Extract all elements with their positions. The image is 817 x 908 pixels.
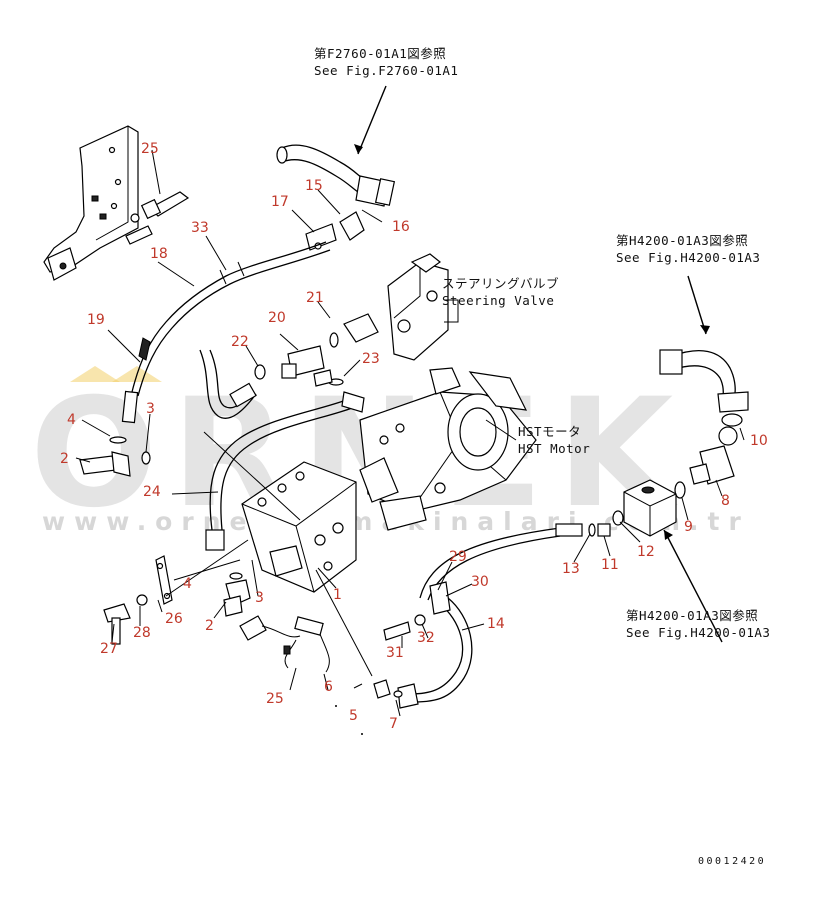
hst-motor-label-en: HST Motor (518, 441, 590, 456)
part-number: 22 (231, 334, 249, 350)
reference-h4200-top: 第H4200-01A3図参照 See Fig.H4200-01A3 (616, 233, 760, 265)
valve-block (241, 461, 357, 593)
reference-h4200-bottom: 第H4200-01A3図参照 See Fig.H4200-01A3 (626, 608, 770, 640)
part-number: 4 (183, 576, 192, 592)
part-number: 26 (165, 611, 183, 627)
leader-lines (75, 149, 745, 717)
hose-small (199, 349, 257, 419)
clamp-26 (155, 555, 173, 605)
elbow-2-lower (223, 572, 251, 617)
reference-h4200-top-en: See Fig.H4200-01A3 (616, 250, 760, 265)
block-12 (612, 479, 723, 643)
line-13-11 (419, 523, 611, 601)
part-number: 17 (271, 194, 289, 210)
part-number: 33 (191, 220, 209, 236)
part-number: 6 (324, 679, 333, 695)
reference-h4200-top-jp: 第H4200-01A3図参照 (616, 233, 748, 248)
part-number: 10 (750, 433, 768, 449)
part-number: 27 (100, 641, 118, 657)
part-number: 13 (562, 561, 580, 577)
part-number: 3 (255, 590, 264, 606)
fittings-5-7 (373, 679, 403, 699)
connector-25-upper (125, 191, 190, 245)
hose-top (276, 85, 396, 207)
reference-h4200-bottom-jp: 第H4200-01A3図参照 (626, 608, 758, 623)
fittings-15-17 (305, 211, 365, 251)
part-number: 11 (601, 557, 619, 573)
part-number: 20 (268, 310, 286, 326)
part-number: 7 (389, 716, 398, 732)
reference-f2760-en: See Fig.F2760-01A1 (314, 63, 458, 78)
reference-f2760: 第F2760-01A1図参照 See Fig.F2760-01A1 (314, 46, 458, 78)
hst-motor-label-jp: HSTモータ (518, 424, 581, 439)
center-marks (335, 683, 363, 735)
part-number: 9 (684, 519, 693, 535)
steering-valve-label: ステアリングバルブ Steering Valve (442, 276, 559, 308)
part-number: 18 (150, 246, 168, 262)
hose-18-19 (121, 241, 331, 424)
hst-motor (359, 367, 537, 531)
steering-valve-label-en: Steering Valve (442, 293, 554, 308)
hst-motor-label: HSTモータ HST Motor (485, 419, 590, 456)
steering-valve-label-jp: ステアリングバルブ (442, 276, 559, 291)
part-number: 28 (133, 625, 151, 641)
part-number: 15 (305, 178, 323, 194)
fittings-20-23 (254, 313, 379, 387)
part-number: 31 (386, 645, 404, 661)
steering-valve (387, 253, 459, 361)
part-number: 23 (362, 351, 380, 367)
part-numbers: 25 15 17 16 33 18 21 20 22 23 19 4 3 2 2… (60, 141, 768, 732)
part-number: 2 (205, 618, 214, 634)
part-number: 30 (471, 574, 489, 590)
part-number: 21 (306, 290, 324, 306)
part-number: 25 (141, 141, 159, 157)
reference-h4200-bottom-en: See Fig.H4200-01A3 (626, 625, 770, 640)
hose-14 (397, 581, 473, 709)
part-number: 14 (487, 616, 505, 632)
part-number: 4 (67, 412, 76, 428)
part-number: 8 (721, 493, 730, 509)
document-code: 00012420 (698, 856, 766, 867)
reference-f2760-jp: 第F2760-01A1図参照 (314, 46, 446, 61)
bolt-27-28 (103, 594, 148, 645)
part-number: 1 (333, 587, 342, 603)
bracket-plate (43, 125, 139, 281)
part-number: 12 (637, 544, 655, 560)
part-number: 5 (349, 708, 358, 724)
part-number: 29 (449, 549, 467, 565)
part-number: 32 (417, 630, 435, 646)
bolt-31-32 (383, 614, 426, 641)
part-number: 19 (87, 312, 105, 328)
sensor-harness (239, 615, 330, 673)
hose-h4200 (659, 275, 749, 499)
part-number: 2 (60, 451, 69, 467)
part-number: 3 (146, 401, 155, 417)
elbow-2-upper (79, 436, 151, 477)
watermark-accent-left (70, 366, 120, 382)
part-number: 25 (266, 691, 284, 707)
part-number: 16 (392, 219, 410, 235)
part-number: 24 (143, 484, 161, 500)
